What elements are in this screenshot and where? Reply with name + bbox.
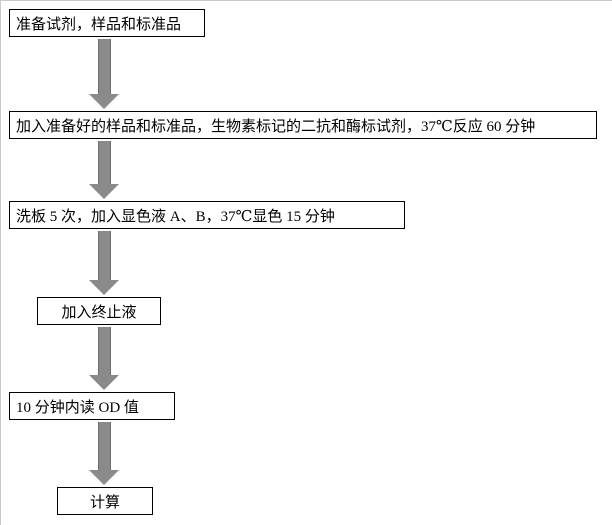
down-arrow-shaft xyxy=(97,231,111,280)
down-arrow-shaft xyxy=(97,422,111,470)
down-arrow-head xyxy=(89,184,119,199)
flow-step-label: 10 分钟内读 OD 值 xyxy=(16,399,139,416)
down-arrow xyxy=(89,422,119,485)
flow-step-add-samples-incubate: 加入准备好的样品和标准品，生物素标记的二抗和酶标试剂，37℃反应 60 分钟 xyxy=(9,111,597,139)
down-arrow-head xyxy=(89,375,119,390)
flow-step-add-stop-solution: 加入终止液 xyxy=(37,297,161,325)
flow-step-read-od: 10 分钟内读 OD 值 xyxy=(9,392,175,420)
down-arrow xyxy=(89,39,119,109)
down-arrow-head xyxy=(89,280,119,295)
down-arrow-head xyxy=(89,94,119,109)
flow-step-label: 洗板 5 次，加入显色液 A、B，37℃显色 15 分钟 xyxy=(16,208,335,225)
down-arrow-shaft xyxy=(97,39,111,94)
down-arrow xyxy=(89,327,119,390)
flow-step-label: 计算 xyxy=(89,494,120,511)
flow-step-label: 加入终止液 xyxy=(61,304,137,321)
flow-step-wash-and-develop: 洗板 5 次，加入显色液 A、B，37℃显色 15 分钟 xyxy=(9,201,405,229)
flow-step-calculate: 计算 xyxy=(57,487,153,515)
flow-step-label: 加入准备好的样品和标准品，生物素标记的二抗和酶标试剂，37℃反应 60 分钟 xyxy=(16,118,536,135)
down-arrow xyxy=(89,231,119,295)
down-arrow-shaft xyxy=(97,141,111,184)
down-arrow xyxy=(89,141,119,199)
down-arrow-head xyxy=(89,470,119,485)
flow-step-label: 准备试剂，样品和标准品 xyxy=(16,16,182,33)
flow-step-prepare-reagents: 准备试剂，样品和标准品 xyxy=(9,9,205,37)
down-arrow-shaft xyxy=(97,327,111,375)
